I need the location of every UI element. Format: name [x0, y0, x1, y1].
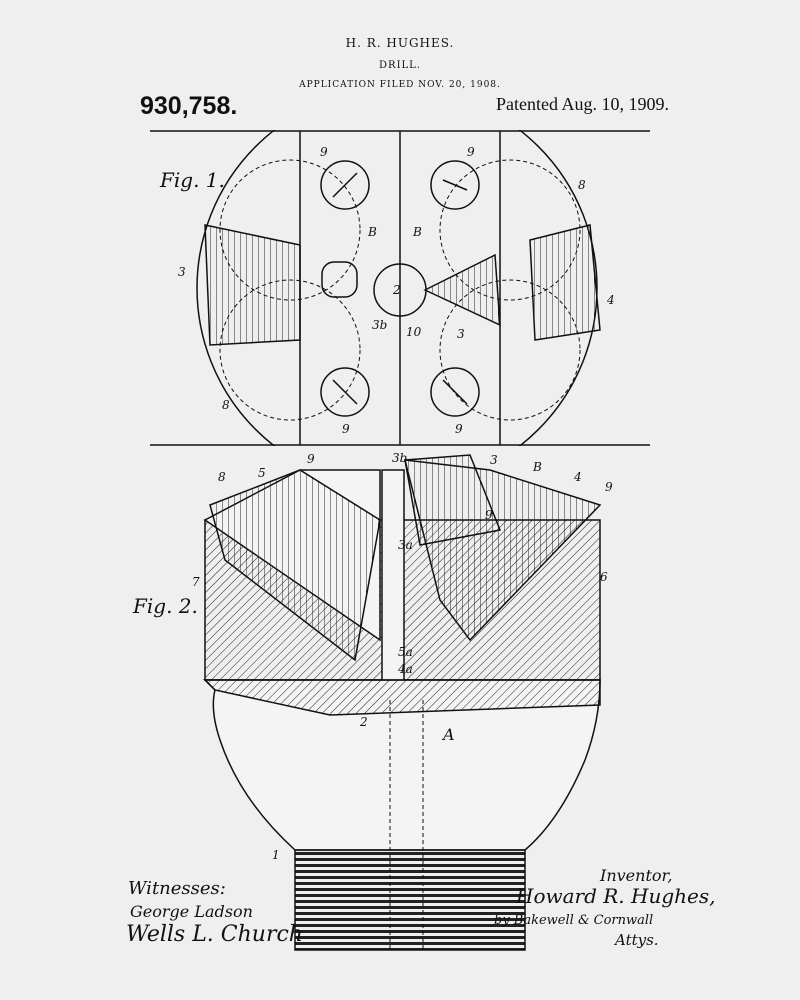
witness-signature-1: George Ladson — [130, 902, 253, 921]
fig2-ref-9c: 9 — [485, 508, 493, 522]
fig1-ref-B2: B — [413, 225, 422, 239]
fig1-ref-10: 10 — [406, 325, 422, 339]
fig1-ref-2: 2 — [393, 283, 401, 297]
fig2-ref-3b: 3b — [392, 451, 408, 465]
fig1-ref-3b: 3b — [372, 318, 388, 332]
fig2-label: Fig. 2. — [133, 594, 198, 618]
fig2-ref-4: 4 — [574, 470, 582, 484]
fig1-ref-3c: 3 — [457, 327, 465, 341]
fig2-ref-9a: 9 — [307, 452, 315, 466]
fig2-ref-5a: 5a — [398, 645, 413, 659]
fig2-ref-9b: 9 — [605, 480, 613, 494]
fig2-ref-8: 8 — [218, 470, 226, 484]
fig1-ref-9d: 9 — [455, 422, 463, 436]
witness-signature-2: Wells L. Church — [126, 922, 303, 947]
fig2-ref-B: B — [533, 460, 542, 474]
fig2-ref-2: 2 — [360, 715, 368, 729]
inventor-header: H. R. HUGHES. — [345, 36, 455, 50]
fig1-ref-8-bottom: 8 — [222, 398, 230, 412]
fig2-ref-3: 3 — [490, 453, 498, 467]
inventor-signature: Howard R. Hughes, — [516, 884, 716, 908]
fig2-ref-3a: 3a — [398, 538, 413, 552]
fig1-ref-8-top: 8 — [578, 178, 586, 192]
patent-number: 930,758. — [140, 92, 238, 120]
inventor-label: Inventor, — [600, 866, 673, 885]
fig1-ref-4: 4 — [607, 293, 615, 307]
fig2-ref-A: A — [443, 725, 455, 744]
fig2-ref-7: 7 — [192, 575, 200, 589]
witnesses-label: Witnesses: — [128, 878, 226, 899]
bolts — [320, 160, 480, 417]
fig1-ref-B1: B — [368, 225, 377, 239]
patented-date: Patented Aug. 10, 1909. — [496, 94, 669, 114]
fig1-label: Fig. 1. — [160, 168, 225, 192]
fig2-ref-1: 1 — [272, 848, 280, 862]
fig1-ref-9a: 9 — [320, 145, 328, 159]
fig1-ref-3: 3 — [178, 265, 186, 279]
patent-title: DRILL. — [379, 60, 421, 71]
fig2-ref-4a: 4a — [398, 662, 413, 676]
fig1-ref-9c: 9 — [342, 422, 350, 436]
fig2-ref-6: 6 — [600, 570, 608, 584]
attorneys-signature: by Bakewell & Cornwall — [494, 913, 654, 928]
attys-label: Attys. — [615, 931, 659, 949]
fig1-ref-9b: 9 — [467, 145, 475, 159]
figure-1-top-view — [150, 130, 650, 446]
fig2-ref-5: 5 — [258, 466, 266, 480]
figure-2-section-view — [203, 454, 602, 951]
application-filed: APPLICATION FILED NOV. 20, 1908. — [299, 80, 501, 90]
